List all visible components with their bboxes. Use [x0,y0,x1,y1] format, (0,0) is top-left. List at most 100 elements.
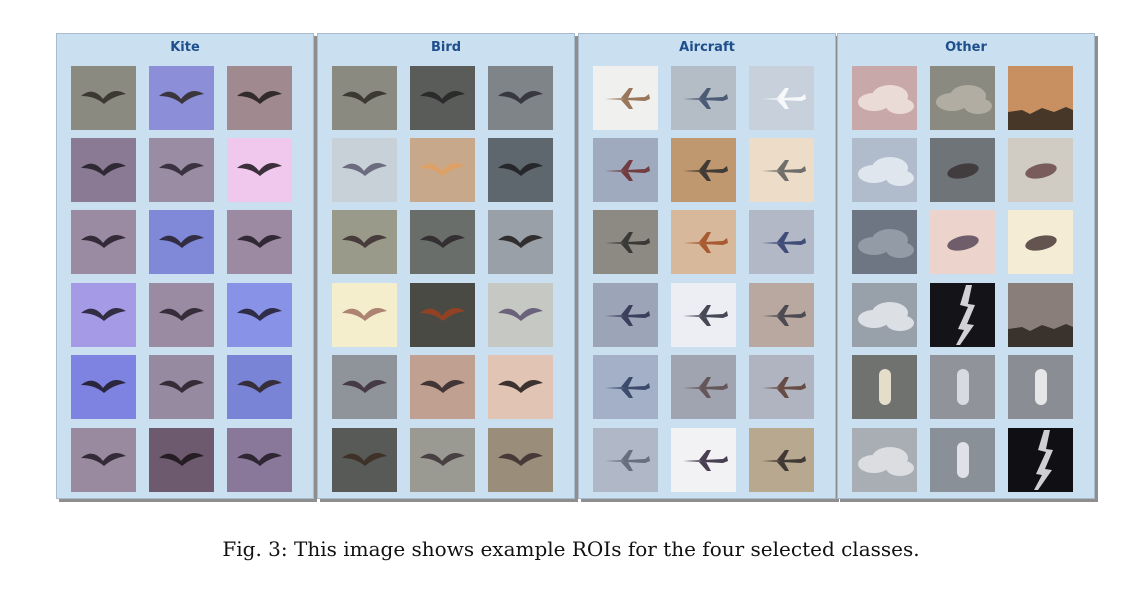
aircraft-icon [761,377,806,398]
blob-icon [947,163,979,179]
bird-icon [237,90,282,104]
roi-thumbnail [149,210,214,274]
panel-title: Bird [430,40,462,55]
roi-thumbnail [71,138,136,202]
cloud-icon [858,157,914,186]
cloud-icon [858,447,914,476]
cloud-icon [858,229,914,258]
roi-thumbnail [852,66,917,130]
roi-thumbnail [593,66,658,130]
roi-thumbnail [488,355,553,419]
aircraft-icon [683,160,728,181]
roi-thumbnail [749,138,814,202]
roi-thumbnail [852,355,917,419]
blob-icon [1025,163,1057,179]
figure-caption: Fig. 3: This image shows example ROIs fo… [222,537,920,561]
roi-thumbnail [149,283,214,347]
bird-icon [498,162,543,176]
bird-icon [498,234,543,248]
bird-icon [237,307,282,321]
roi-thumbnail [593,210,658,274]
roi-thumbnail [410,355,475,419]
roi-thumbnail [930,428,995,492]
bird-icon [342,234,387,248]
bird-icon [81,234,126,248]
bird-icon [81,162,126,176]
horizon-icon [1008,107,1073,130]
aircraft-icon [605,377,650,398]
roi-thumbnail [410,428,475,492]
aircraft-icon [683,450,728,471]
roi-thumbnail [227,428,292,492]
bird-icon [81,452,126,466]
roi-thumbnail [671,355,736,419]
aircraft-icon [683,305,728,326]
roi-thumbnail [930,66,995,130]
aircraft-icon [605,305,650,326]
roi-thumbnail [71,283,136,347]
aircraft-icon [605,88,650,109]
roi-thumbnail [852,428,917,492]
bird-icon [81,90,126,104]
glare-icon [957,442,969,478]
roi-thumbnail [593,283,658,347]
roi-thumbnail [227,138,292,202]
bird-icon [159,452,204,466]
roi-thumbnail [593,355,658,419]
aircraft-icon [761,232,806,253]
roi-thumbnail [488,138,553,202]
roi-thumbnail [488,66,553,130]
bird-icon [237,379,282,393]
roi-thumbnail [671,138,736,202]
aircraft-icon [683,232,728,253]
roi-thumbnail [749,283,814,347]
glare-icon [879,369,891,405]
aircraft-icon [761,160,806,181]
bird-icon [81,307,126,321]
bird-icon [159,379,204,393]
bird-icon [498,307,543,321]
bird-icon [420,452,465,466]
bird-icon [81,379,126,393]
roi-thumbnail [71,66,136,130]
roi-thumbnail [332,355,397,419]
aircraft-icon [605,232,650,253]
bird-icon [498,379,543,393]
aircraft-icon [605,450,650,471]
roi-thumbnail [671,428,736,492]
panel-kite: Kite [56,33,314,499]
blob-icon [1025,235,1057,251]
bird-icon [342,90,387,104]
bird-icon [159,234,204,248]
roi-thumbnail [149,355,214,419]
roi-thumbnail [410,210,475,274]
roi-thumbnail [488,283,553,347]
bird-icon [498,90,543,104]
aircraft-icon [683,88,728,109]
roi-thumbnail [410,283,475,347]
roi-thumbnail [852,283,917,347]
bird-icon [237,162,282,176]
roi-thumbnail [593,428,658,492]
roi-thumbnail [227,283,292,347]
roi-thumbnail [488,210,553,274]
bird-icon [420,162,465,176]
panel-other: Other [837,33,1095,499]
roi-thumbnail [1008,138,1073,202]
roi-thumbnail [749,210,814,274]
panel-aircraft: Aircraft [578,33,836,499]
panel-title: Kite [170,40,200,55]
roi-thumbnail [1008,283,1073,347]
roi-thumbnail [227,210,292,274]
aircraft-icon [761,305,806,326]
panel-title: Aircraft [679,40,735,55]
panel-bird: Bird [317,33,575,499]
glare-icon [957,369,969,405]
cloud-icon [858,302,914,331]
roi-thumbnail [227,66,292,130]
horizon-icon [1008,324,1073,347]
blob-icon [947,235,979,251]
cloud-icon [858,85,914,114]
bird-icon [237,452,282,466]
roi-thumbnail [149,428,214,492]
